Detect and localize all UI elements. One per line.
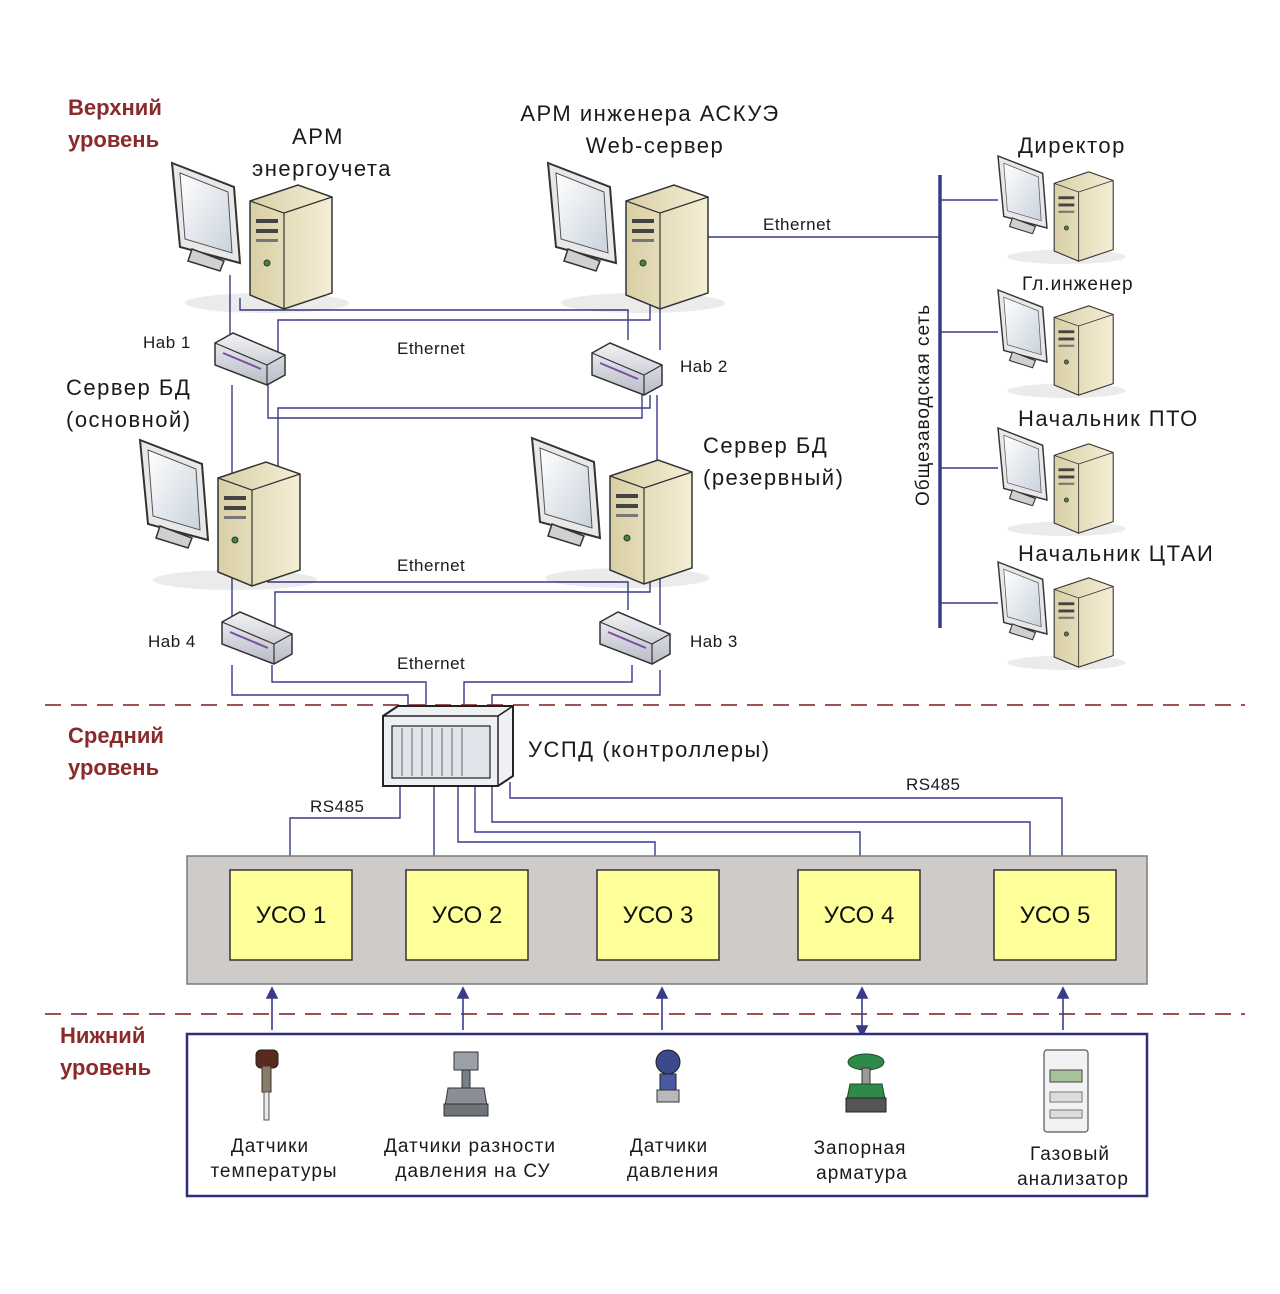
device-3-label-line2: давления [627, 1161, 719, 1182]
client-pto-head-label: Начальник ПТО [1018, 406, 1199, 431]
gas-analyzer-icon [1043, 1049, 1089, 1133]
client-director-label: Директор [1018, 133, 1126, 158]
rs485-label-right: RS485 [906, 775, 960, 794]
controller-label: УСПД (контроллеры) [528, 737, 771, 762]
hub-3-label: Hab 3 [690, 632, 738, 651]
level-upper-line1: Верхний [68, 95, 162, 120]
hub-4-label: Hab 4 [148, 632, 196, 651]
ethernet-label-2: Ethernet [397, 556, 465, 575]
hub-4-icon [221, 611, 293, 665]
db-server-main-icon [139, 439, 318, 591]
ethernet-label-top: Ethernet [763, 215, 831, 234]
uso-5: УСО 5 [993, 869, 1117, 961]
ethernet-label-1: Ethernet [397, 339, 465, 358]
level-lower-line2: уровень [60, 1055, 151, 1080]
uso-4: УСО 4 [797, 869, 921, 961]
engineer-workstation-icon [547, 162, 726, 314]
db-main-label-1: Сервер БД [66, 375, 191, 400]
temperature-sensor-icon [255, 1049, 279, 1121]
uso-1-label: УСО 1 [256, 902, 327, 929]
device-4-label-line1: Запорная [814, 1138, 907, 1159]
db-reserve-label-2: (резервный) [703, 465, 844, 490]
engineer-workstation-label-2: Web-сервер [586, 133, 725, 158]
controller-icon [382, 705, 514, 787]
energy-workstation-label-2: энергоучета [252, 156, 392, 181]
client-chief-engineer-label: Гл.инженер [1022, 274, 1134, 295]
uso-1: УСО 1 [229, 869, 353, 961]
device-2-label-line2: давления на СУ [395, 1161, 550, 1182]
plant-network-label: Общезаводская сеть [913, 304, 934, 506]
uso-3: УСО 3 [596, 869, 720, 961]
device-4-label-line2: арматура [816, 1163, 908, 1184]
device-1-label-line2: температуры [210, 1161, 337, 1182]
db-server-reserve-icon [531, 437, 710, 589]
level-lower-line1: Нижний [60, 1023, 145, 1048]
hub-2-icon [591, 342, 663, 396]
pto-head-computer-icon [997, 427, 1127, 537]
client-ctai-head-label: Начальник ЦТАИ [1018, 541, 1214, 566]
device-5-label-line1: Газовый [1030, 1144, 1110, 1165]
device-5-label-line2: анализатор [1017, 1169, 1129, 1190]
uso-5-label: УСО 5 [1020, 902, 1091, 929]
db-main-label-2: (основной) [66, 407, 192, 432]
uso-2: УСО 2 [405, 869, 529, 961]
rs485-label-left: RS485 [310, 797, 364, 816]
ctai-head-computer-icon [997, 561, 1127, 671]
engineer-workstation-label-1: АРМ инженера АСКУЭ [520, 101, 779, 126]
level-middle-line2: уровень [68, 755, 159, 780]
device-1-label-line1: Датчики [231, 1136, 309, 1157]
signal-arrows [265, 986, 1070, 1038]
level-upper-line2: уровень [68, 127, 159, 152]
ethernet-label-3: Ethernet [397, 654, 465, 673]
uso-4-label: УСО 4 [824, 902, 895, 929]
uso-3-label: УСО 3 [623, 902, 694, 929]
chief-engineer-computer-icon [997, 289, 1127, 399]
hub-1-label: Hab 1 [143, 333, 191, 352]
shutoff-valve-icon [845, 1053, 887, 1113]
hub-2-label: Hab 2 [680, 357, 728, 376]
device-2-label-line1: Датчики разности [384, 1136, 556, 1157]
db-reserve-label-1: Сервер БД [703, 433, 828, 458]
differential-pressure-sensor-icon [443, 1051, 489, 1117]
level-middle-line1: Средний [68, 723, 164, 748]
energy-workstation-icon [171, 162, 350, 314]
energy-workstation-label-1: АРМ [292, 124, 344, 149]
director-computer-icon [997, 155, 1127, 265]
pressure-sensor-icon [655, 1049, 681, 1103]
device-3-label-line1: Датчики [630, 1136, 708, 1157]
uso-2-label: УСО 2 [432, 902, 503, 929]
hub-1-icon [214, 332, 286, 386]
